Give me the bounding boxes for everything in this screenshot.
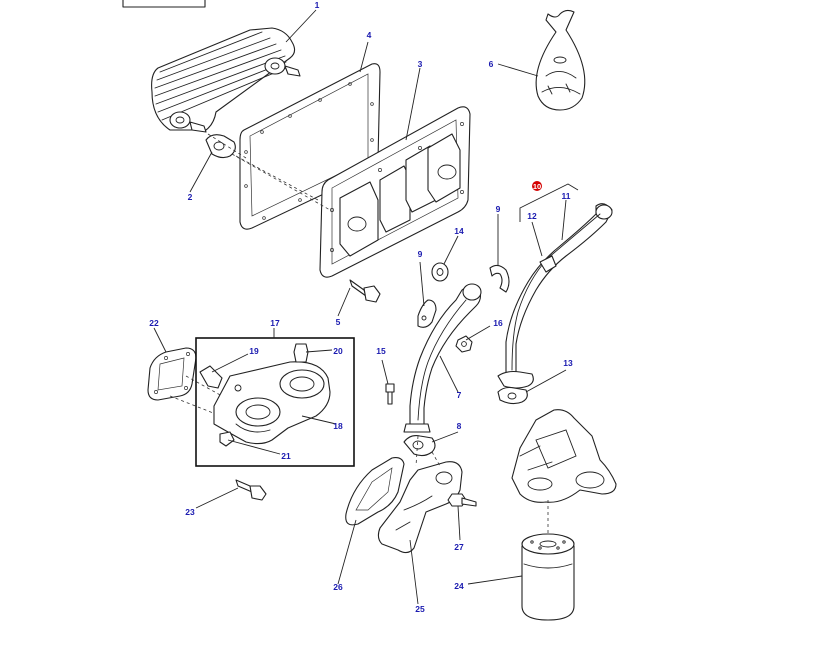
part-clip-lower [417,299,437,328]
part-bracket-bolt [447,493,477,507]
part-filter-head [213,361,331,445]
part-drain-plug [219,431,235,447]
part-nut [455,335,473,353]
callout-25[interactable]: 25 [415,604,425,614]
group-bracket-10 [519,183,579,222]
callout-16[interactable]: 16 [493,318,503,328]
part-filter-housing [511,409,617,503]
callout-5[interactable]: 5 [336,317,341,327]
callout-10-badge [532,181,542,191]
callout-11[interactable]: 11 [562,191,571,201]
part-cover-bolt [349,279,381,303]
assembly-line-lower [415,435,441,467]
assembly-line-upper [207,133,331,211]
part-oil-cooler [151,27,301,133]
callout-4[interactable]: 4 [367,30,372,40]
callout-24[interactable]: 24 [454,581,464,591]
callout-12[interactable]: 12 [527,211,537,221]
part-plug [293,343,309,363]
callout-7[interactable]: 7 [457,390,462,400]
frame-corner [122,0,206,8]
part-elbow-fitting [199,365,223,389]
callout-23[interactable]: 23 [185,507,195,517]
part-flange-gasket [403,435,436,457]
callout-8[interactable]: 8 [457,421,462,431]
leader-lines [153,9,567,605]
callout-3[interactable]: 3 [418,59,423,69]
callout-10[interactable]: 10 [533,182,541,191]
part-washer [431,262,449,282]
callout-6[interactable]: 6 [489,59,494,69]
assembly-box-17 [195,337,355,467]
part-cooler-gasket [205,134,236,159]
part-oil-filter [521,533,575,621]
part-seal-kit-bag [535,9,586,111]
callout-15[interactable]: 15 [376,346,386,356]
part-mounting-bolt [235,479,267,501]
callout-9-upper[interactable]: 9 [496,204,501,214]
part-small-bolt [385,383,395,405]
callout-20[interactable]: 20 [333,346,343,356]
part-pipe-gasket [497,386,528,405]
callout-19[interactable]: 19 [249,346,259,356]
part-oil-pipe [403,283,482,433]
part-filter-bracket [377,461,463,554]
callout-26[interactable]: 26 [333,582,343,592]
callout-14[interactable]: 14 [454,226,464,236]
part-clip-upper [489,264,510,293]
callout-17[interactable]: 17 [270,318,280,328]
part-adapter-gasket [147,347,197,401]
part-cooler-cover [319,106,471,278]
callout-9-lower[interactable]: 9 [418,249,423,259]
part-return-pipe [497,203,613,389]
callout-22[interactable]: 22 [149,318,159,328]
callout-21[interactable]: 21 [281,451,291,461]
part-bracket-gasket [345,457,405,526]
callout-2[interactable]: 2 [188,192,193,202]
callout-18[interactable]: 18 [333,421,343,431]
callout-1[interactable]: 1 [315,0,320,10]
callout-27[interactable]: 27 [454,542,464,552]
callout-13[interactable]: 13 [563,358,573,368]
